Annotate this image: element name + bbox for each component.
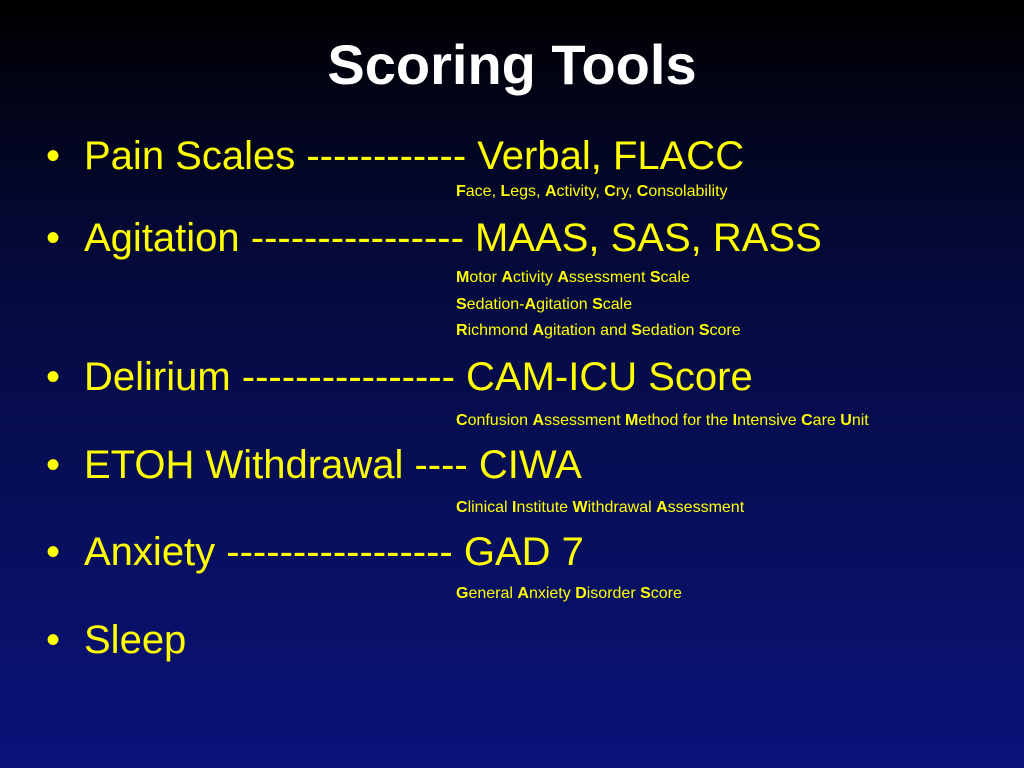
bullet-icon: • (46, 216, 61, 260)
acronym-letter: W (572, 499, 588, 516)
bullet-item-anxiety: • Anxiety ----------------- GAD 7 (46, 527, 584, 577)
acronym-letter: R (456, 322, 468, 339)
subtext-ciwa: Clinical Institute Withdrawal Assessment (456, 498, 744, 518)
acronym-letter: C (456, 412, 468, 429)
acronym-letter: A (524, 296, 537, 313)
bullet-item-pain-scales: • Pain Scales ------------ Verbal, FLACC (46, 131, 744, 181)
acronym-letter: S (640, 585, 651, 602)
acronym-word: ethod for the (638, 412, 733, 429)
acronym-word: linical (467, 499, 513, 516)
bullet-icon: • (46, 355, 61, 399)
acronym-word: nxiety (528, 585, 576, 602)
bullet-text: Agitation ---------------- MAAS, SAS, RA… (84, 216, 822, 260)
acronym-letter: A (557, 269, 569, 286)
acronym-word: ctivity (512, 269, 558, 286)
acronym-letter: C (456, 499, 468, 516)
subtext-cam-icu: Confusion Assessment Method for the Inte… (456, 411, 869, 431)
bullet-text: ETOH Withdrawal ---- CIWA (84, 443, 582, 487)
bullet-text: Delirium ---------------- CAM-ICU Score (84, 355, 753, 399)
acronym-letter: A (532, 412, 545, 429)
acronym-letter: I (512, 499, 517, 516)
acronym-letter: S (698, 322, 710, 339)
acronym-letter: A (501, 269, 513, 286)
acronym-letter: M (456, 269, 470, 286)
acronym-letter: C (604, 183, 616, 200)
acronym-letter: A (517, 585, 529, 602)
slide-title: Scoring Tools (327, 33, 697, 96)
bullet-text: Pain Scales ------------ Verbal, FLACC (84, 134, 745, 178)
acronym-word: are (812, 412, 841, 429)
acronym-word: edation- (466, 296, 525, 313)
acronym-letter: M (624, 412, 639, 429)
acronym-word: core (709, 322, 741, 339)
acronym-letter: C (801, 412, 813, 429)
acronym-letter: A (544, 183, 557, 200)
acronym-letter: S (456, 296, 467, 313)
acronym-letter: G (456, 585, 469, 602)
acronym-letter: L (500, 183, 511, 200)
acronym-letter: S (649, 269, 661, 286)
subtext-sas: Sedation-Agitation Scale (456, 295, 632, 315)
bullet-icon: • (46, 443, 61, 487)
subtext-gad7: General Anxiety Disorder Score (456, 584, 682, 604)
acronym-letter: A (532, 322, 545, 339)
acronym-word: eneral (468, 585, 518, 602)
acronym-word: ichmond (467, 322, 533, 339)
subtext-maas: Motor Activity Assessment Scale (456, 268, 690, 288)
bullet-text: Sleep (84, 618, 187, 662)
acronym-letter: I (732, 412, 738, 429)
acronym-word: isorder (586, 585, 641, 602)
bullet-icon: • (46, 530, 61, 574)
acronym-word: gitation and (544, 322, 632, 339)
acronym-word: ssessment (544, 412, 625, 429)
acronym-word: onsolability (648, 183, 728, 200)
bullet-icon: • (46, 618, 61, 662)
acronym-word: ctivity, (556, 183, 605, 200)
bullet-item-agitation: • Agitation ---------------- MAAS, SAS, R… (46, 213, 822, 263)
bullet-item-etoh-withdrawal: • ETOH Withdrawal ---- CIWA (46, 440, 582, 490)
acronym-word: ntensive (737, 412, 802, 429)
acronym-letter: A (656, 499, 668, 516)
acronym-word: cale (602, 296, 633, 313)
acronym-letter: U (840, 412, 852, 429)
subtext-rass: Richmond Agitation and Sedation Score (456, 321, 741, 341)
acronym-word: gitation (536, 296, 593, 313)
acronym-word: ry, (615, 183, 637, 200)
acronym-word: egs, (510, 183, 545, 200)
acronym-word: ace, (465, 183, 501, 200)
subtext-flacc: Face, Legs, Activity, Cry, Consolability (456, 182, 728, 202)
bullet-icon: • (46, 134, 61, 178)
acronym-word: ssessment (568, 269, 650, 286)
acronym-word: nit (851, 412, 869, 429)
acronym-word: ssessment (667, 499, 745, 516)
acronym-word: cale (660, 269, 690, 286)
acronym-word: otor (469, 269, 502, 286)
acronym-letter: S (592, 296, 603, 313)
bullet-item-delirium: • Delirium ---------------- CAM-ICU Score (46, 352, 753, 402)
acronym-letter: C (636, 183, 649, 200)
acronym-letter: S (631, 322, 642, 339)
acronym-word: onfusion (467, 412, 533, 429)
bullet-item-sleep: • Sleep (46, 615, 186, 665)
acronym-letter: F (456, 183, 466, 200)
acronym-word: edation (641, 322, 699, 339)
acronym-word: ithdrawal (587, 499, 657, 516)
acronym-word: core (650, 585, 682, 602)
bullet-text: Anxiety ----------------- GAD 7 (84, 530, 584, 574)
acronym-letter: D (575, 585, 587, 602)
acronym-word: nstitute (516, 499, 573, 516)
